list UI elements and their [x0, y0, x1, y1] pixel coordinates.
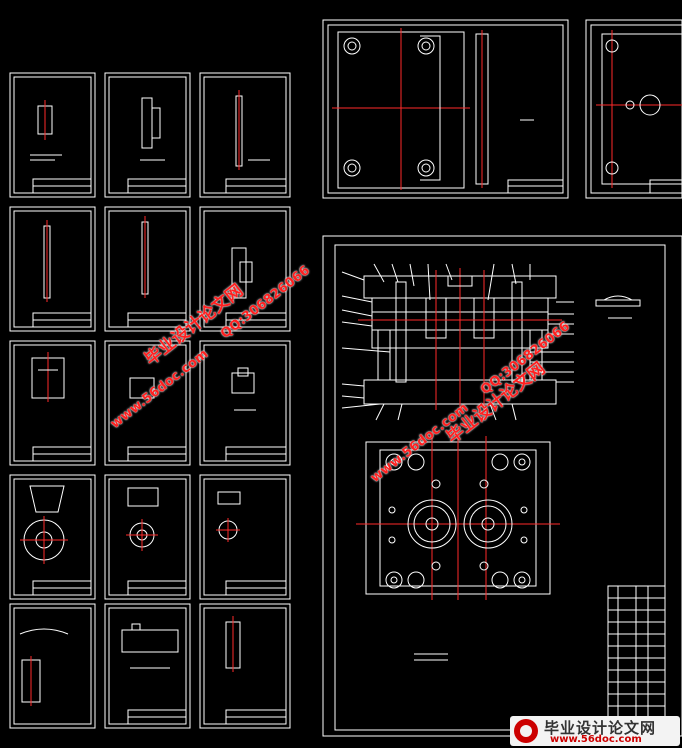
part-sheet[interactable] [104, 72, 191, 198]
part-sheet[interactable] [9, 603, 96, 729]
logo-cn-text: 毕业设计论文网 [544, 719, 657, 737]
part-sheet[interactable] [9, 474, 96, 600]
part-sheet[interactable] [199, 474, 291, 600]
part-sheet[interactable] [104, 206, 191, 332]
site-logo: 毕业设计论文网 www.56doc.com [510, 716, 680, 746]
part-sheet[interactable] [9, 206, 96, 332]
part-sheet[interactable] [104, 474, 191, 600]
part-sheet[interactable] [9, 340, 96, 466]
part-sheet[interactable] [199, 206, 291, 332]
logo-site-text: www.56doc.com [550, 734, 642, 745]
plate-drawing-sheet[interactable] [322, 19, 569, 199]
part-sheet[interactable] [9, 72, 96, 198]
part-sheet[interactable] [104, 340, 191, 466]
assembly-drawing-sheet[interactable] [322, 235, 682, 737]
part-sheet[interactable] [199, 72, 291, 198]
part-sheet[interactable] [104, 603, 191, 729]
part-sheet[interactable] [199, 340, 291, 466]
logo-icon [514, 719, 538, 743]
part-sheet[interactable] [199, 603, 291, 729]
plate-drawing-sheet-2[interactable] [585, 19, 682, 199]
